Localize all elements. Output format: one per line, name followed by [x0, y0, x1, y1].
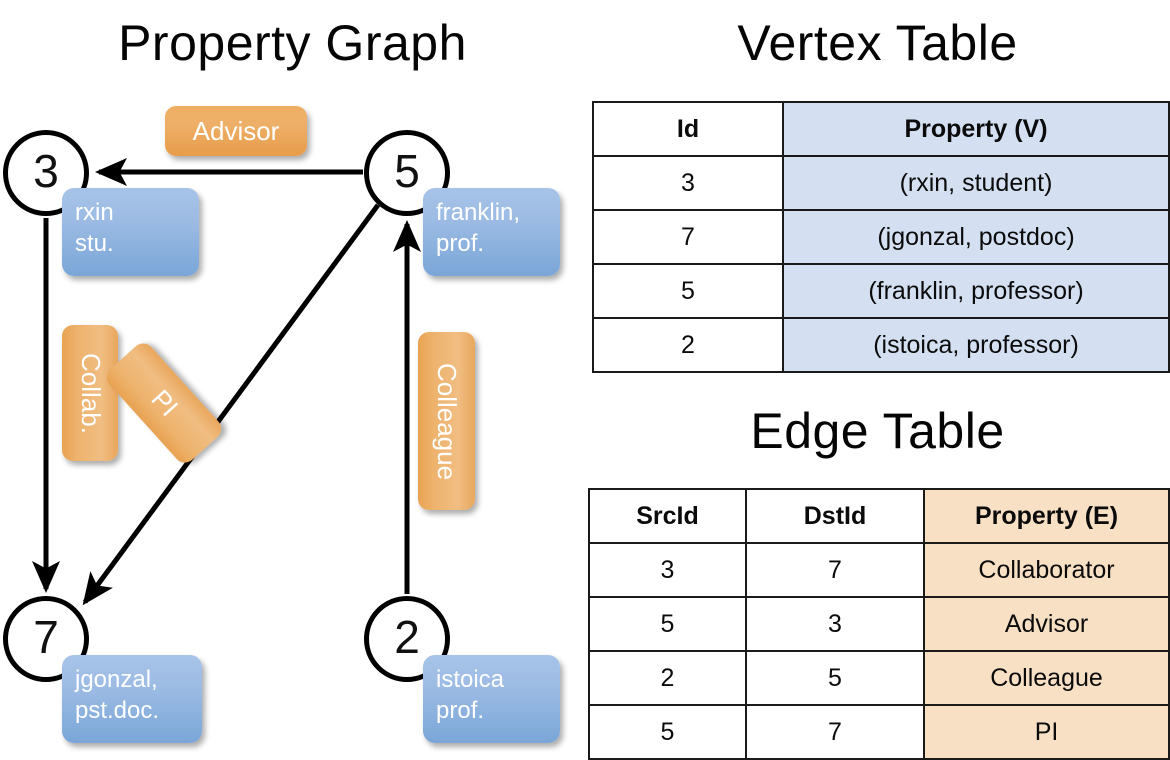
page-title-edge-table: Edge Table	[750, 403, 1005, 459]
node-property-5-line2: prof.	[436, 229, 485, 257]
vertex-cell-id: 3	[592, 155, 784, 211]
edge-cell-dstid: 3	[745, 596, 925, 652]
vertex-table-header-row: Id Property (V)	[592, 101, 1170, 157]
vertex-cell-id: 7	[592, 209, 784, 265]
edge-table: SrcId DstId Property (E) 3 7 Collaborato…	[588, 488, 1170, 760]
node-property-box-3[interactable]: rxin stu.	[62, 188, 199, 276]
table-row[interactable]: 5 3 Advisor	[588, 596, 1170, 652]
node-property-box-5[interactable]: franklin, prof.	[423, 188, 560, 276]
node-property-7-line2: pst.doc.	[75, 696, 160, 724]
edge-label-pi-text: PI	[144, 383, 184, 422]
node-property-5-line1: franklin,	[436, 199, 521, 226]
table-row[interactable]: 2 (istoica, professor)	[592, 317, 1170, 373]
vertex-cell-property: (rxin, student)	[782, 155, 1170, 211]
edge-label-advisor-text: Advisor	[192, 115, 280, 146]
table-row[interactable]: 5 7 PI	[588, 704, 1170, 760]
edge-label-colleague-text: Colleague	[432, 362, 462, 480]
edge-cell-dstid: 5	[745, 650, 925, 706]
edge-cell-srcid: 3	[588, 542, 747, 598]
edge-cell-property: PI	[923, 704, 1170, 760]
vertex-cell-property: (jgonzal, postdoc)	[782, 209, 1170, 265]
table-row[interactable]: 3 7 Collaborator	[588, 542, 1170, 598]
node-property-3-line2: stu.	[75, 229, 114, 257]
edge-cell-dstid: 7	[745, 704, 925, 760]
edge-label-advisor[interactable]: Advisor	[165, 106, 307, 156]
graph-node-5[interactable]: 5	[364, 130, 450, 216]
edge-arrow-pi	[82, 203, 381, 606]
edge-cell-property: Collaborator	[923, 542, 1170, 598]
vertex-table-header-property: Property (V)	[782, 101, 1170, 157]
graph-node-2[interactable]: 2	[364, 596, 450, 682]
graph-edges-svg	[31, 157, 422, 606]
edge-cell-property: Advisor	[923, 596, 1170, 652]
table-row[interactable]: 2 5 Colleague	[588, 650, 1170, 706]
graph-node-7-label: 7	[33, 611, 59, 663]
node-property-2-line1: istoica	[436, 666, 505, 693]
node-property-box-7[interactable]: jgonzal, pst.doc.	[62, 655, 202, 743]
edge-label-collab-text: Collab.	[75, 352, 106, 434]
vertex-table-header-id: Id	[592, 101, 784, 157]
edge-cell-dstid: 7	[745, 542, 925, 598]
property-graph-diagram: 3 5 7 2 rxin stu. franklin, prof. jgonza…	[3, 106, 560, 743]
node-property-box-2[interactable]: istoica prof.	[423, 655, 560, 743]
node-property-2-line2: prof.	[436, 696, 485, 724]
graph-node-5-label: 5	[394, 145, 420, 197]
table-row[interactable]: 3 (rxin, student)	[592, 155, 1170, 211]
page-title-property-graph: Property Graph	[118, 15, 467, 71]
node-property-3-line1: rxin	[75, 199, 114, 226]
edge-label-collab[interactable]: Collab.	[62, 325, 118, 461]
edge-label-colleague[interactable]: Colleague	[418, 332, 475, 510]
table-row[interactable]: 5 (franklin, professor)	[592, 263, 1170, 319]
edge-table-header-property: Property (E)	[923, 488, 1170, 544]
edge-cell-srcid: 2	[588, 650, 747, 706]
edge-cell-srcid: 5	[588, 704, 747, 760]
edge-cell-property: Colleague	[923, 650, 1170, 706]
edge-table-header-dstid: DstId	[745, 488, 925, 544]
vertex-cell-id: 5	[592, 263, 784, 319]
vertex-cell-id: 2	[592, 317, 784, 373]
edge-table-header-row: SrcId DstId Property (E)	[588, 488, 1170, 544]
vertex-cell-property: (franklin, professor)	[782, 263, 1170, 319]
edge-table-header-srcid: SrcId	[588, 488, 747, 544]
table-row[interactable]: 7 (jgonzal, postdoc)	[592, 209, 1170, 265]
page-title-vertex-table: Vertex Table	[737, 15, 1018, 71]
vertex-table: Id Property (V) 3 (rxin, student) 7 (jgo…	[592, 101, 1170, 373]
graph-node-3-label: 3	[33, 145, 59, 197]
vertex-cell-property: (istoica, professor)	[782, 317, 1170, 373]
graph-node-2-label: 2	[394, 611, 420, 663]
edge-cell-srcid: 5	[588, 596, 747, 652]
node-property-7-line1: jgonzal,	[75, 666, 158, 693]
